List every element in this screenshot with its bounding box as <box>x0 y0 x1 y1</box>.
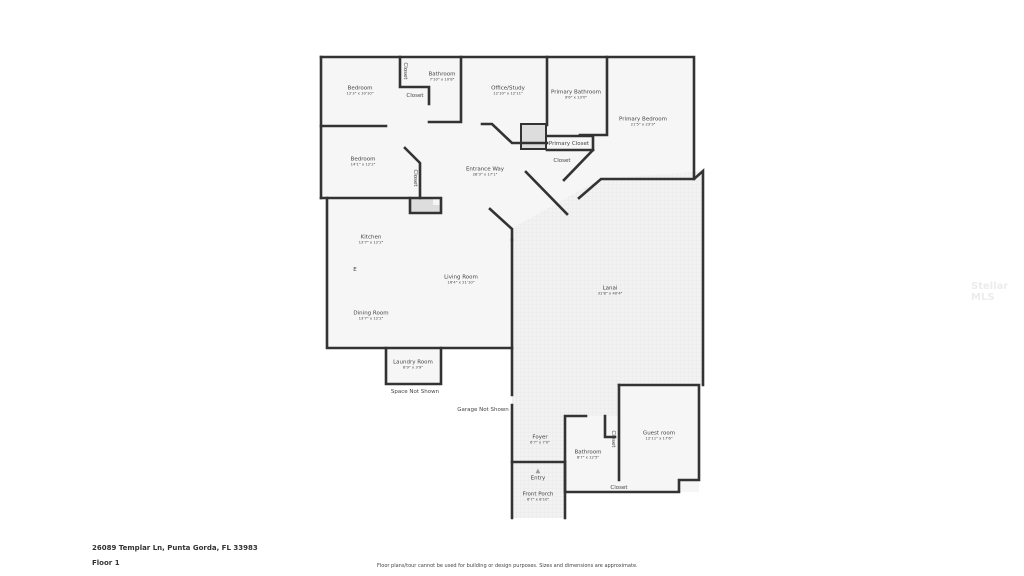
address: 26089 Templar Ln, Punta Gorda, FL 33983 <box>92 544 258 552</box>
stair-block <box>520 123 547 150</box>
porch-floor <box>512 462 565 518</box>
garage-not-shown-label: Garage Not Shown <box>457 406 509 413</box>
entry-label: ▲Entry <box>530 467 546 482</box>
primary-closet-label: Primary Closet <box>548 140 590 147</box>
closet-label: Closet <box>412 169 419 187</box>
walls <box>319 55 705 520</box>
foyer-floor <box>512 416 565 462</box>
stair-block <box>410 198 441 213</box>
room-fills <box>321 57 703 518</box>
closet-label: Closet <box>610 430 617 448</box>
disclaimer: Floor plans/tour cannot be used for buil… <box>377 563 638 569</box>
lanai-floor <box>512 171 703 462</box>
closet-label: Closet <box>553 157 571 164</box>
space-not-shown-label: Space Not Shown <box>390 388 440 395</box>
closet-label: Closet <box>406 92 424 99</box>
fridge-label: E <box>353 266 357 273</box>
closet-label: Closet <box>402 62 409 80</box>
floor-label: Floor 1 <box>92 559 120 567</box>
watermark-logo: Stellar MLS <box>971 281 1009 303</box>
closet-label: Closet <box>610 484 628 491</box>
